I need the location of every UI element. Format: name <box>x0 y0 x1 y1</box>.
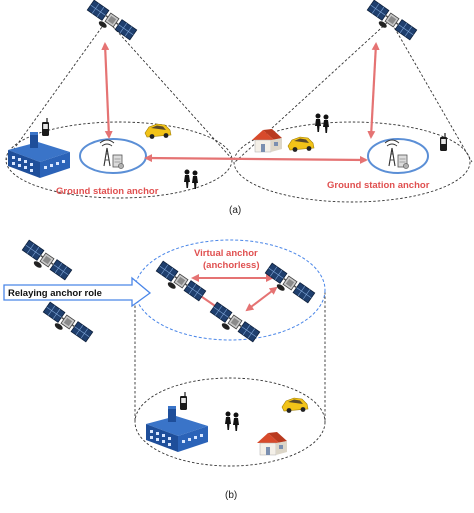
ground-station-icon <box>99 139 125 170</box>
factory-icon <box>146 406 208 452</box>
ground-station-icon <box>384 139 410 170</box>
pedestrians-icon <box>225 411 239 431</box>
satellite-icon <box>264 262 316 304</box>
car-icon <box>287 136 315 153</box>
satellite-icon <box>21 239 73 281</box>
panel-a: Ground station anchor Ground station anc… <box>5 0 473 216</box>
phone-icon <box>439 132 448 152</box>
house-icon <box>251 128 283 153</box>
satellite-icon <box>42 301 94 343</box>
left-uplink-arrow <box>101 42 113 139</box>
satellite-icon <box>209 301 261 343</box>
right-uplink-arrow <box>367 42 380 139</box>
satellite-icon <box>366 0 418 41</box>
virtual-anchor-label-line2: (anchorless) <box>203 260 260 271</box>
satellite-icon <box>155 260 207 302</box>
phone-icon <box>41 117 50 137</box>
car-icon <box>281 397 309 414</box>
relay-arrow: Relaying anchor role <box>3 276 152 308</box>
left-anchor-label: Ground station anchor <box>56 186 159 197</box>
isl-arrow-right <box>245 286 278 312</box>
right-anchor-label: Ground station anchor <box>327 180 430 191</box>
relay-label: Relaying anchor role <box>8 288 102 299</box>
satellite-icon <box>86 0 138 41</box>
factory-icon <box>8 132 70 178</box>
pedestrians-icon <box>184 169 198 189</box>
ground-link-arrow <box>144 154 368 164</box>
panel-b: Virtual anchor (anchorless) Relaying anc… <box>3 239 326 501</box>
house-icon <box>256 431 288 456</box>
right-anchor-ring <box>367 138 429 174</box>
car-icon <box>144 123 172 140</box>
right-coverage-cone <box>233 19 473 203</box>
virtual-anchor-label-line1: Virtual anchor <box>194 248 258 259</box>
caption-a: (a) <box>229 205 241 216</box>
caption-b: (b) <box>225 490 237 501</box>
phone-icon <box>179 391 188 411</box>
coverage-cylinder <box>134 292 326 467</box>
